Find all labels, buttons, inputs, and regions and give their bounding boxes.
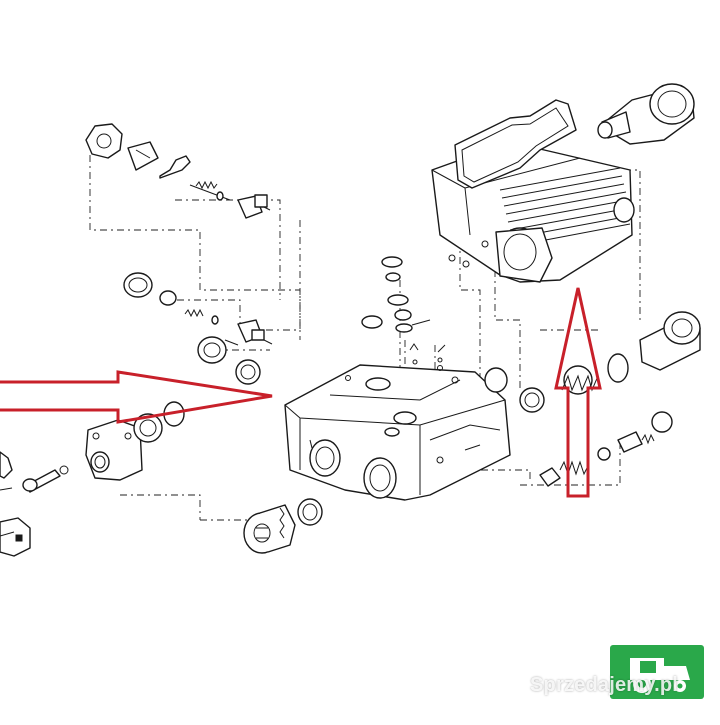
right-side-parts [484,311,701,487]
bottom-plug [243,498,323,554]
gasket-cover [454,99,577,189]
red-arrow-left [0,370,273,424]
solenoid [597,83,695,145]
valve-block [284,364,511,501]
seal-stack [361,256,446,365]
left-mid-parts [123,272,273,385]
tractor-icon [610,645,704,699]
watermark-text: Sprzedajemy.pl [530,674,679,696]
red-arrow-up [554,287,602,498]
flange-assembly [22,401,185,493]
edge-parts [0,451,31,557]
top-left-parts [85,123,271,219]
watermark: Sprzedajemy.pl [530,668,720,704]
